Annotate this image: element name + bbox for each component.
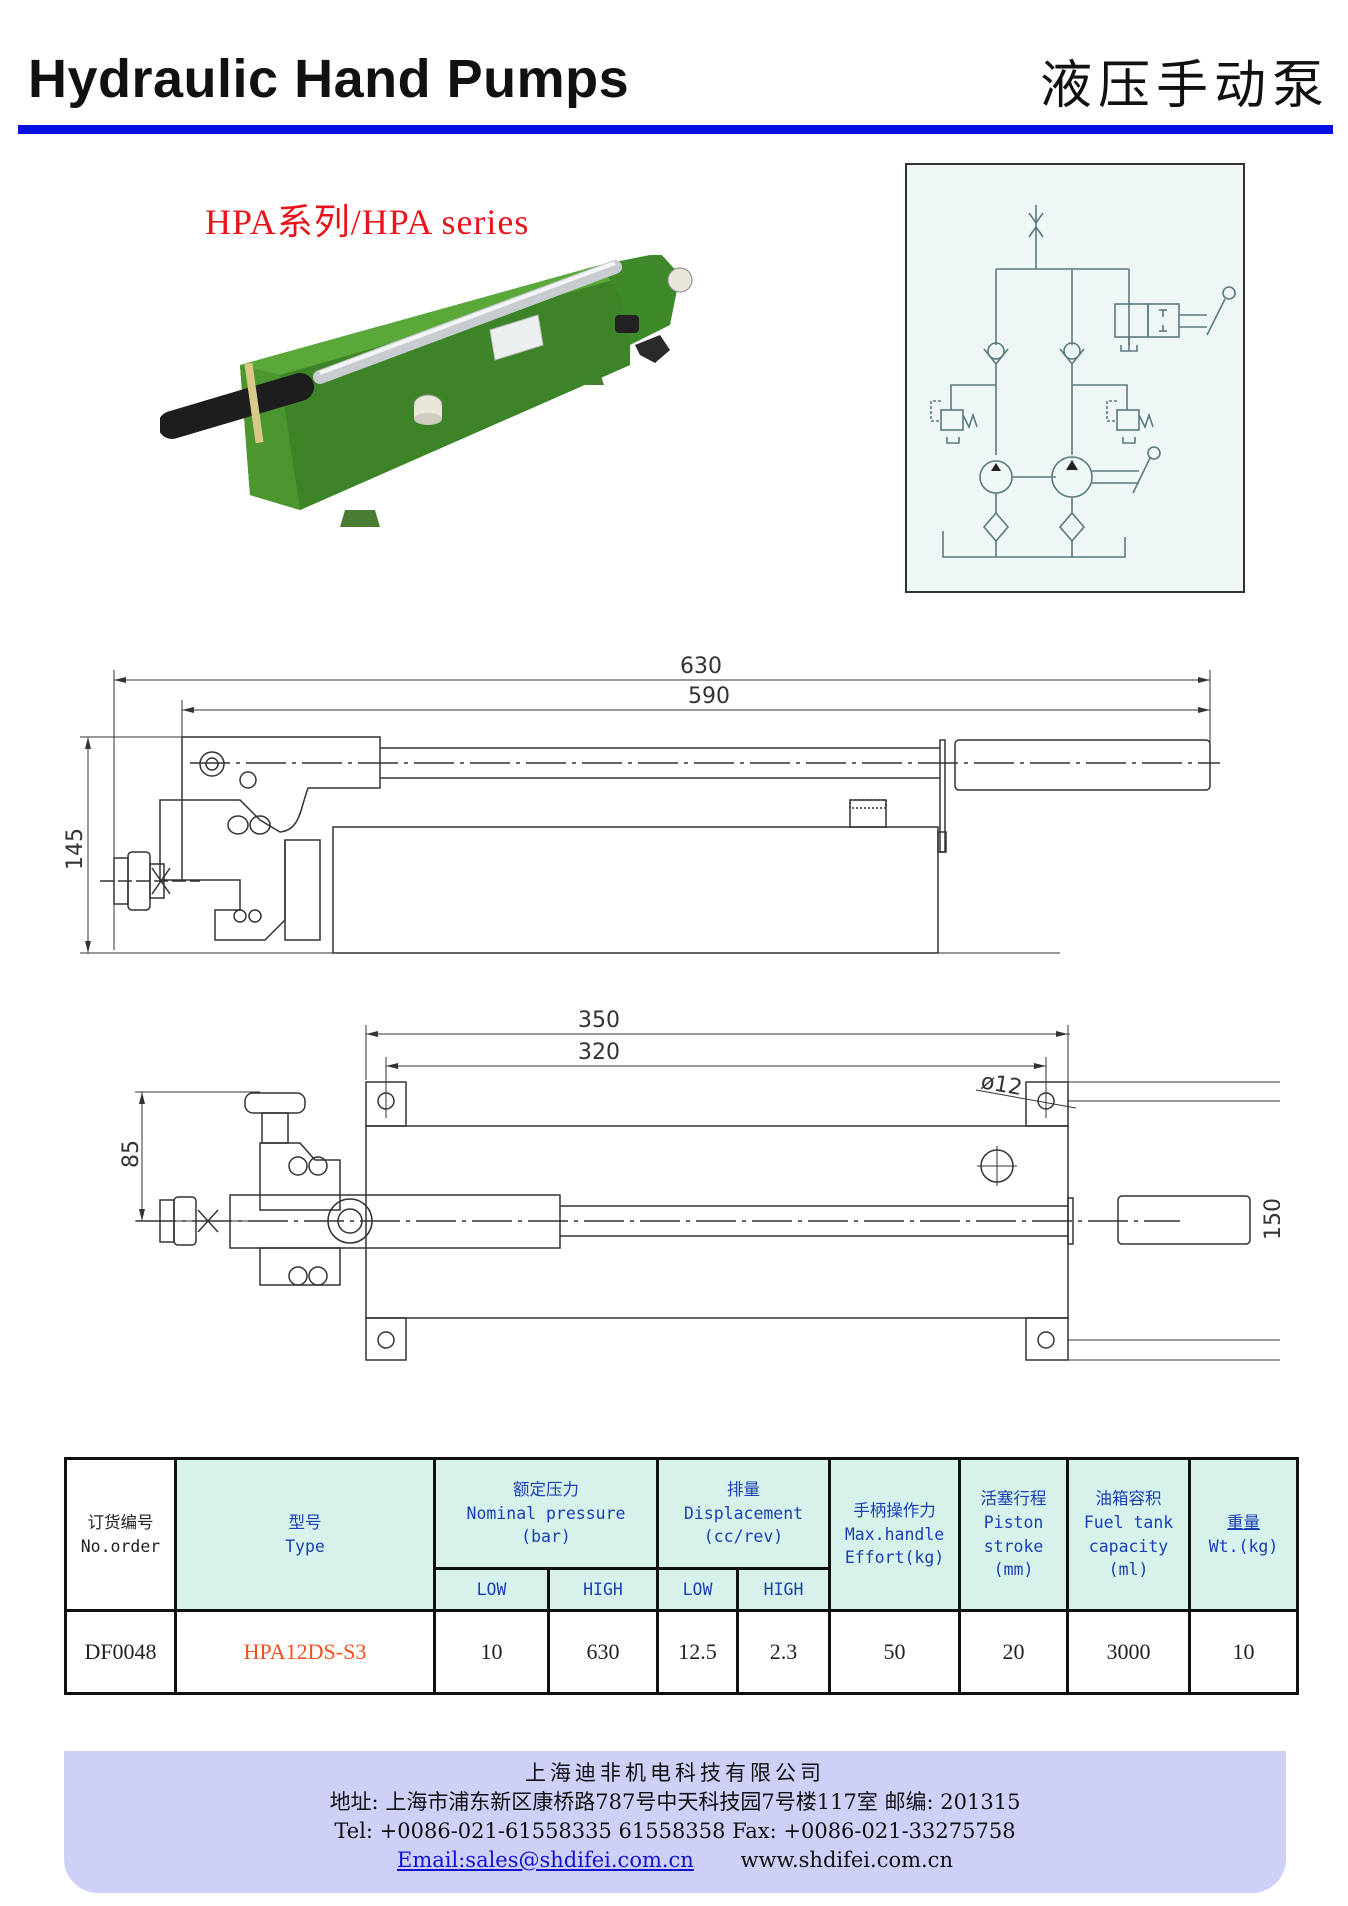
cell-tank-capacity: 3000 [1066,1609,1192,1695]
header-displacement: 排量 Displacement (cc/rev) [656,1457,832,1570]
company-footer: 上海迪非机电科技有限公司 地址: 上海市浦东新区康桥路787号中天科技园7号楼1… [64,1751,1286,1893]
email-link[interactable]: Email:sales@shdifei.com.cn [397,1848,694,1872]
header-displacement-cn: 排量 [727,1479,761,1499]
header-handle-en1: Max.handle [844,1524,945,1544]
cell-weight: 10 [1188,1609,1300,1695]
company-address: 地址: 上海市浦东新区康桥路787号中天科技园7号楼117室 邮编: 20131… [329,1790,1021,1814]
base-plate-outline [365,1081,1069,1361]
cell-pressure-low: 10 [433,1609,550,1695]
hydraulic-schematic [905,163,1245,593]
header-displacement-en: Displacement [683,1503,804,1523]
dimension-label-320: 320 [578,1040,620,1065]
header-weight-cn: 重量 [1227,1512,1261,1532]
header-handle-cn: 手柄操作力 [853,1500,936,1520]
header-pressure-cn: 额定压力 [513,1479,579,1499]
dimension-150-175: 150 175 [1026,1081,1280,1361]
header-tank-en2: capacity [1088,1536,1169,1556]
schematic-drawing [930,205,1236,558]
product-photo [160,255,693,527]
header-pressure-unit: (bar) [521,1527,571,1547]
check-valve-symbols [983,342,1085,366]
cell-pressure-high: 630 [546,1609,660,1695]
title-divider [18,125,1333,134]
cell-order-no: DF0048 [64,1609,177,1695]
header-pressure-low: LOW [433,1567,550,1612]
dimension-320: 320 [385,1040,1047,1118]
outlet-fitting [100,851,200,911]
quick-coupler-symbol [1028,205,1044,269]
header-weight: 重量 Wt.(kg) [1188,1457,1300,1612]
header-order-cn: 订货编号 [87,1512,154,1532]
cell-model-type: HPA12DS-S3 [174,1609,436,1695]
dimension-label-85: 85 [119,1140,144,1168]
header-disp-high: HIGH [736,1567,832,1612]
header-weight-en: Wt.(kg) [1208,1536,1279,1556]
series-label: HPA系列/HPA series [205,202,530,242]
dimension-350: 350 [365,1008,1070,1360]
release-valve-symbol [1114,286,1236,352]
table-header-row: 订货编号 No.order 型号 Type 额定压力 Nominal press… [64,1457,1300,1612]
page-title-chinese: 液压手动泵 [1039,56,1330,116]
tank-outline [332,799,947,954]
header-stroke-en1: Piston [983,1512,1044,1532]
header-pressure-high: HIGH [546,1567,660,1612]
handle-top-view [560,1195,1251,1245]
header-order-no: 订货编号 No.order [64,1457,177,1612]
table-row: DF0048 HPA12DS-S3 10 630 12.5 2.3 50 20 … [64,1609,1300,1695]
pump-symbols [979,446,1161,498]
dimension-label-350: 350 [578,1008,620,1033]
header-handle-effort: 手柄操作力 Max.handle Effort(kg) [828,1457,962,1612]
header-stroke-cn: 活塞行程 [980,1488,1047,1508]
dimension-85: 85 [119,1091,260,1222]
specification-table: 订货编号 No.order 型号 Type 额定压力 Nominal press… [64,1457,1300,1695]
cell-disp-low: 12.5 [656,1609,740,1695]
cell-disp-high: 2.3 [736,1609,832,1695]
header-displacement-unit: (cc/rev) [703,1527,784,1547]
header-handle-en2: Effort(kg) [844,1548,945,1568]
dimension-label-630: 630 [680,654,722,679]
header-stroke-unit: (mm) [993,1560,1034,1580]
website-text: www.shdifei.com.cn [740,1848,953,1872]
header-nominal-pressure: 额定压力 Nominal pressure (bar) [432,1457,660,1570]
header-pressure-en: Nominal pressure [466,1503,626,1523]
page-title-english: Hydraulic Hand Pumps [28,49,630,109]
dimension-590: 590 [181,684,1210,880]
dimension-label-150: 150 [1261,1198,1280,1240]
header-type: 型号 Type [174,1457,436,1612]
company-name: 上海迪非机电科技有限公司 [525,1761,825,1785]
relief-valve-symbols [930,384,1154,444]
dimension-label-590: 590 [688,684,730,709]
dimension-label-diameter: ø12 [979,1069,1024,1101]
header-order-en: No.order [80,1536,161,1556]
header-tank-en1: Fuel tank [1083,1512,1174,1532]
handle-tube [190,739,1220,853]
pump-handle [160,260,622,444]
pump-head-outline [159,736,381,941]
dimension-630: 630 [113,654,1211,950]
header-disp-low: LOW [656,1567,740,1612]
cell-piston-stroke: 20 [958,1609,1070,1695]
header-tank-capacity: 油箱容积 Fuel tank capacity (ml) [1066,1457,1192,1612]
valve-head-outline [136,1092,1180,1286]
cell-handle-effort: 50 [828,1609,962,1695]
table-subheader-row: LOW HIGH LOW HIGH [66,1567,1298,1612]
header-tank-unit: (ml) [1108,1560,1149,1580]
company-phone-fax: Tel: +0086-021-61558335 61558358 Fax: +0… [334,1819,1016,1843]
dimension-label-145: 145 [63,828,88,870]
header-piston-stroke: 活塞行程 Piston stroke (mm) [958,1457,1070,1612]
top-view-drawing: 350 320 ø12 85 150 175 [119,1008,1280,1361]
header-stroke-en2: stroke [983,1536,1044,1556]
side-view-drawing: 630 590 145 [63,654,1220,954]
header-type-en: Type [285,1536,325,1556]
header-tank-cn: 油箱容积 [1095,1488,1162,1508]
valve-block [600,255,693,363]
header-type-cn: 型号 [288,1512,322,1532]
filter-and-reservoir-symbols [942,493,1126,558]
dimension-hole-diameter: ø12 [975,1069,1077,1109]
